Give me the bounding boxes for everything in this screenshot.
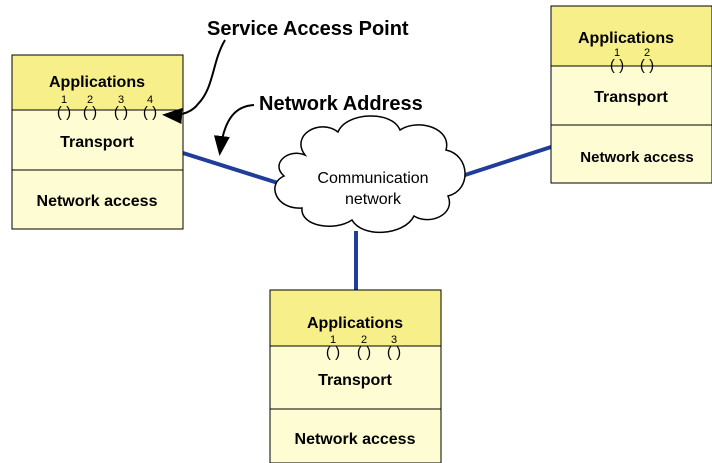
cloud-label-line1: Communication [317, 170, 428, 187]
host-left-network-access-label: Network access [37, 193, 158, 210]
cloud-label-line2: network [345, 191, 402, 208]
host-bottom-transport-layer [269, 345, 442, 410]
host-left-network-access-layer [11, 169, 184, 230]
service-access-point-arrow [162, 39, 226, 124]
host-right-transport-label: Transport [594, 89, 668, 106]
port-number: 3 [391, 334, 397, 346]
host-left: Applications Transport Network access 1 … [11, 54, 184, 230]
host-bottom-network-access-label: Network access [295, 431, 416, 448]
network-address-arrow [213, 104, 255, 156]
port-socket: ( ) [57, 104, 71, 121]
host-left-ports: 1 ( ) 2 ( ) 3 ( ) 4 ( ) [57, 94, 157, 121]
service-access-point-annotation: Service Access Point [207, 18, 409, 40]
port-socket: ( ) [387, 344, 401, 361]
port-number: 4 [147, 94, 153, 106]
host-bottom-network-access-layer [269, 408, 442, 463]
port-socket: ( ) [357, 344, 371, 361]
port-number: 1 [61, 94, 67, 106]
port-socket: ( ) [326, 344, 340, 361]
cloud-shape [274, 115, 466, 233]
port-number: 2 [87, 94, 93, 106]
host-right-network-access-layer [550, 124, 712, 184]
port-socket: ( ) [610, 57, 624, 74]
port-number: 2 [361, 334, 367, 346]
host-right: Applications Transport Network access 1 … [550, 5, 712, 184]
host-bottom: Applications Transport Network access 1 … [269, 289, 442, 463]
host-bottom-transport-label: Transport [318, 372, 392, 389]
port-number: 1 [614, 47, 620, 59]
host-left-applications-layer [11, 54, 184, 111]
host-right-applications-layer [550, 5, 712, 67]
host-right-transport-layer [550, 65, 712, 126]
host-bottom-applications-label: Applications [307, 315, 403, 332]
port-socket: ( ) [83, 104, 97, 121]
host-right-network-access-label: Network access [580, 149, 693, 166]
host-right-ports: 1 ( ) 2 ( ) [610, 47, 654, 74]
port-socket: ( ) [143, 104, 157, 121]
link-left-to-cloud [182, 151, 279, 185]
port-number: 1 [330, 334, 336, 346]
host-left-transport-layer [11, 109, 184, 171]
network-address-annotation: Network Address [259, 93, 423, 115]
host-left-transport-label: Transport [60, 134, 134, 151]
port-number: 2 [644, 47, 650, 59]
communication-network-cloud: Communication network [274, 115, 466, 233]
port-socket: ( ) [114, 104, 128, 121]
port-socket: ( ) [640, 57, 654, 74]
host-left-applications-label: Applications [49, 74, 145, 91]
port-number: 3 [118, 94, 124, 106]
host-right-applications-label: Applications [578, 30, 674, 47]
host-bottom-ports: 1 ( ) 2 ( ) 3 ( ) [326, 334, 401, 361]
link-right-to-cloud [464, 145, 552, 177]
